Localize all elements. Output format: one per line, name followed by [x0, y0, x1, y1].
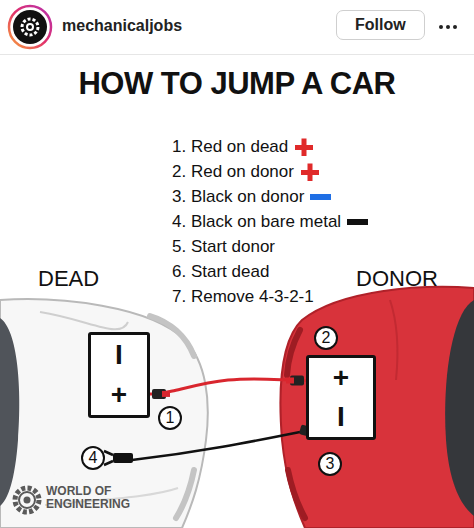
account-name: mechanicaljobs	[62, 17, 182, 35]
step-text: 6. Start dead	[172, 262, 269, 282]
step-text: 7. Remove 4-3-2-1	[172, 287, 314, 307]
watermark-gear	[15, 488, 39, 512]
avatar-gear	[22, 19, 38, 35]
step-text: 1. Red on dead	[172, 137, 288, 157]
avatar	[13, 10, 47, 44]
callout-circle: 1	[158, 406, 182, 430]
plus-marker	[298, 163, 322, 181]
step-text: 5. Start donor	[172, 237, 275, 257]
step-text: 7. Remove 4-3-2-1	[172, 287, 314, 307]
cable-grip	[286, 378, 294, 384]
car-label: DEAD	[38, 266, 99, 292]
donor-car	[280, 287, 474, 528]
header-rule	[0, 54, 474, 55]
node-text: +	[333, 364, 349, 392]
minus-marker	[345, 213, 369, 231]
battery-box: +I	[306, 355, 376, 440]
cable-grip	[162, 391, 170, 397]
watermark: WORLD OF ENGINEERING	[46, 485, 138, 511]
step-text: 6. Start dead	[172, 262, 269, 282]
plus-marker	[292, 138, 316, 156]
callout-circle: 4	[81, 446, 105, 470]
node-text: 2	[322, 330, 331, 346]
more-icon	[439, 25, 457, 29]
step-text: 3. Black on donor	[172, 187, 332, 207]
node-text: +	[111, 381, 127, 409]
node-text: I	[115, 341, 123, 369]
node-text: 1	[166, 410, 175, 426]
follow-button: Follow	[336, 10, 425, 40]
minus-marker	[308, 188, 332, 206]
account-name: mechanicaljobs	[62, 17, 182, 35]
jumper-cable	[150, 379, 306, 394]
avatar-ring	[9, 6, 51, 48]
step-text: 2. Red on donor	[172, 162, 294, 182]
node-text: I	[337, 403, 345, 431]
node-text: 3	[326, 456, 335, 472]
title: HOW TO JUMP A CAR	[0, 66, 474, 102]
car-label: DEAD	[38, 266, 99, 292]
callout-circle: 3	[318, 452, 342, 476]
step-text: 5. Start donor	[172, 237, 275, 257]
node-text: Follow	[355, 16, 406, 34]
watermark: WORLD OF ENGINEERING	[46, 485, 138, 511]
header-bar	[0, 0, 474, 54]
car-label: DONOR	[356, 266, 438, 292]
step-text: 4. Black on bare metal	[172, 212, 341, 232]
step-text: 2. Red on donor	[172, 162, 322, 182]
node-text: 4	[89, 450, 98, 466]
battery-box: I+	[88, 332, 150, 418]
step-text: 1. Red on dead	[172, 137, 316, 157]
step-text: 3. Black on donor	[172, 187, 304, 207]
step-text: 4. Black on bare metal	[172, 212, 369, 232]
callout-circle: 2	[314, 326, 338, 350]
dead-car	[0, 299, 208, 528]
black-cable	[104, 424, 315, 465]
car-label: DONOR	[356, 266, 438, 292]
